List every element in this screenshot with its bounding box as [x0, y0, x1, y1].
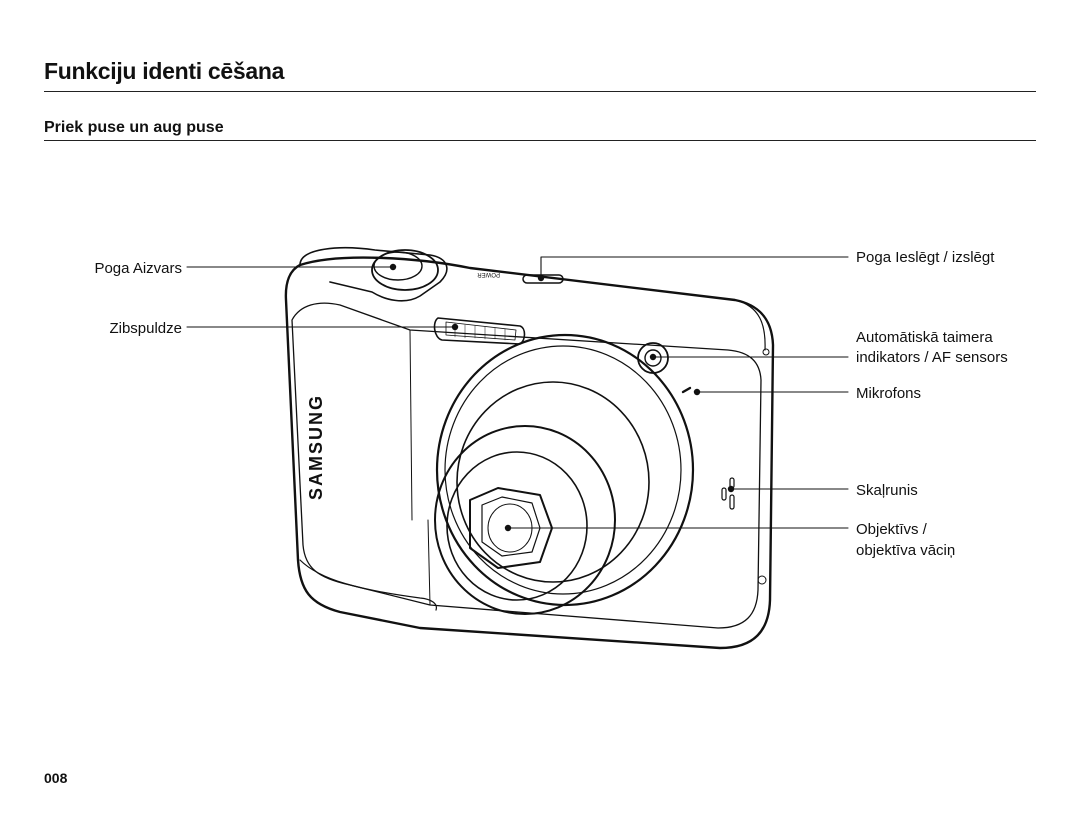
strap-ring [762, 348, 770, 356]
lens-callout-line2: objektīva vāciņ [856, 542, 956, 559]
power-button [522, 274, 564, 284]
callout-lines [186, 256, 849, 529]
flash-callout: Zibspuldze [109, 320, 182, 337]
speaker-callout: Skaļrunis [856, 482, 918, 499]
speaker-grille [721, 477, 735, 510]
microphone-slot [681, 386, 692, 394]
flash-window [433, 317, 526, 345]
tripod-mark [757, 575, 767, 585]
page-title: Funkciju identi cēšana [44, 58, 285, 84]
title-underline [44, 91, 1036, 92]
brand-logo: SAMSUNG [306, 394, 326, 500]
shutter-callout: Poga Aizvars [94, 260, 182, 277]
callout-dots [389, 263, 735, 532]
power-callout: Poga Ieslēgt / izslēgt [856, 249, 995, 266]
lens-assembly [434, 333, 695, 615]
camera-body [284, 256, 775, 650]
microphone-callout: Mikrofons [856, 385, 922, 402]
section-subtitle: Priek puse un aug puse [44, 119, 224, 136]
page-number: 008 [44, 770, 68, 786]
af-callout-line2: indikators / AF sensors [856, 349, 1008, 366]
lens-callout-line1: Objektīvs / [856, 521, 927, 538]
subtitle-underline [44, 140, 1036, 141]
af-callout-line1: Automātiskā taimera [856, 329, 993, 346]
power-marking: POWER [477, 271, 500, 277]
shutter-housing [299, 247, 448, 302]
